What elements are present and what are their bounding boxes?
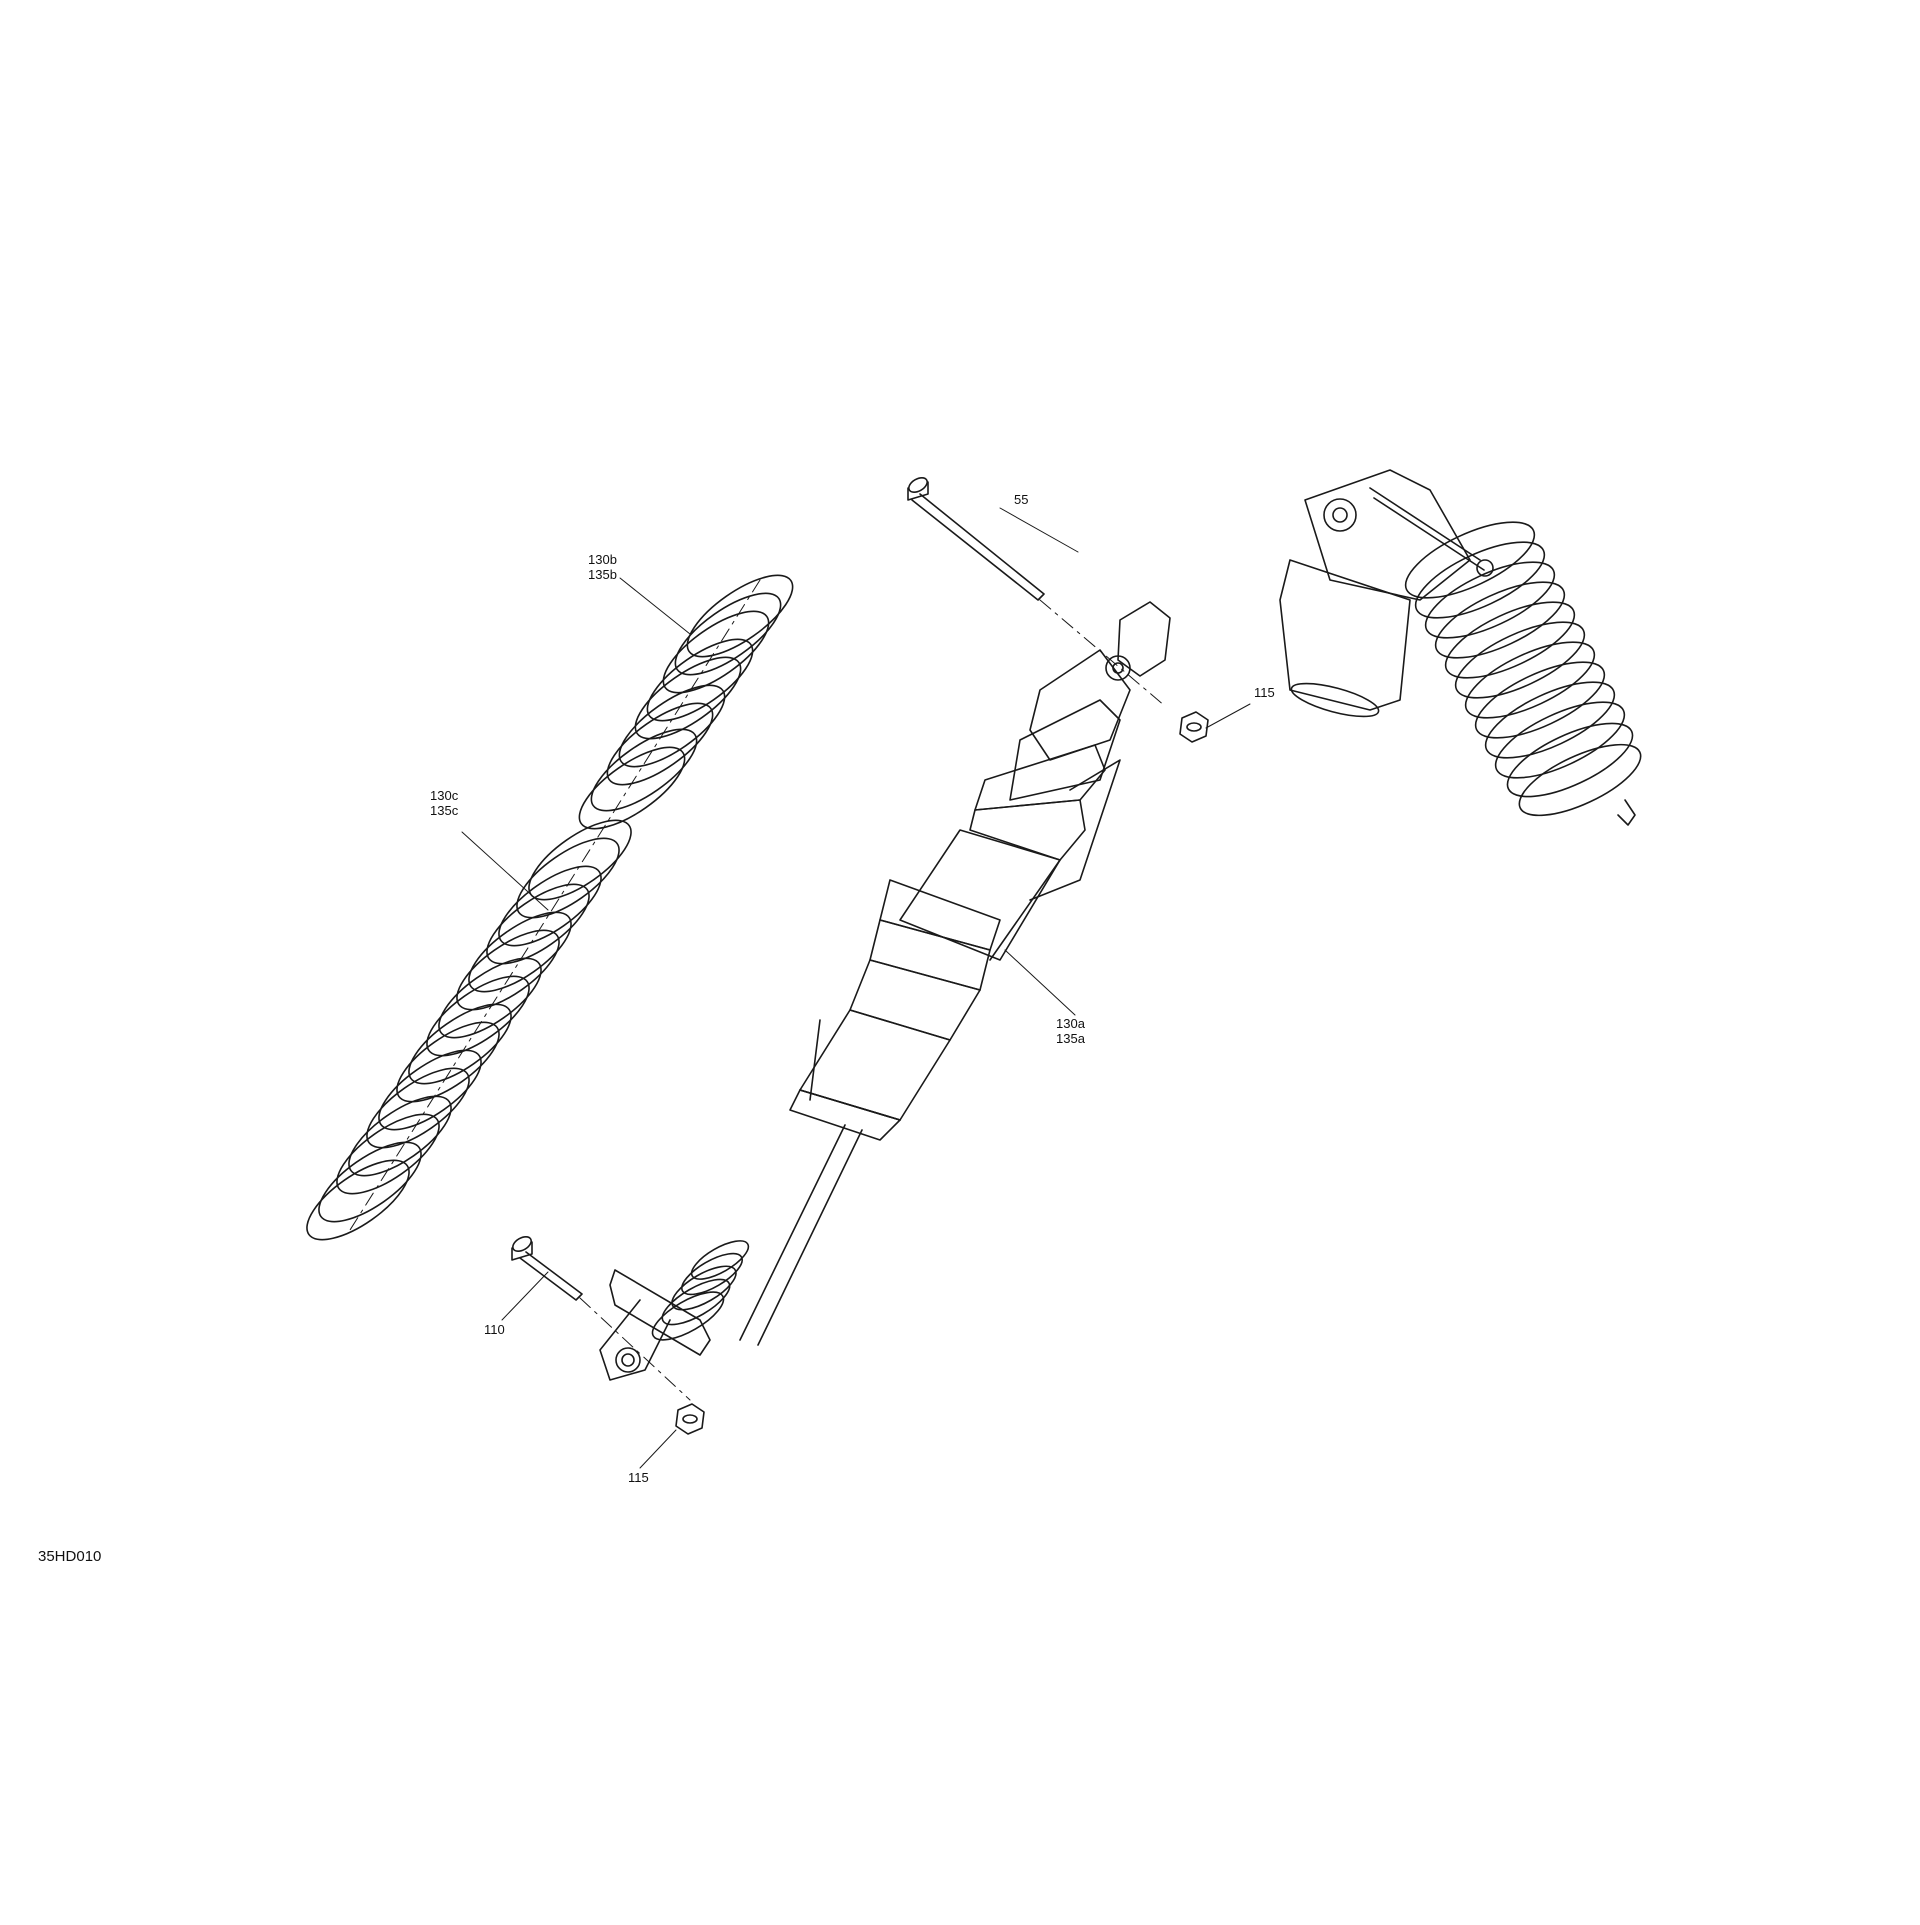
upper-nut — [1179, 711, 1209, 743]
callout-spring-lower: 130c 135c — [430, 788, 458, 818]
callout-shock-body: 130a 135a — [1056, 1016, 1085, 1046]
callout-bolt-lower: 110 — [484, 1322, 505, 1337]
callout-label: 110 — [484, 1322, 505, 1337]
callout-label: 135a — [1056, 1031, 1085, 1046]
callout-spring-upper: 130b 135b — [588, 552, 617, 582]
leader-lines — [461, 507, 1251, 1469]
callout-bolt-upper: 55 — [1014, 492, 1028, 507]
upper-bolt — [907, 476, 1166, 707]
assembled-shock — [1279, 469, 1642, 826]
shock-absorber — [599, 601, 1171, 1381]
callout-label: 130a — [1056, 1016, 1085, 1031]
callout-nut-lower: 115 — [628, 1470, 649, 1485]
callout-label: 135c — [430, 803, 459, 818]
callout-label: 130c — [430, 788, 459, 803]
callout-label: 115 — [1254, 685, 1275, 700]
lower-spring — [306, 819, 632, 1241]
callout-label: 130b — [588, 552, 617, 567]
upper-spring — [578, 574, 794, 830]
drawing-id-label: 35HD010 — [38, 1548, 102, 1565]
callout-label: 55 — [1014, 492, 1029, 507]
lower-bolt — [511, 1235, 691, 1401]
callout-label: 115 — [628, 1470, 649, 1485]
callout-nut-upper: 115 — [1254, 685, 1275, 700]
lower-nut — [675, 1403, 705, 1435]
callout-label: 135b — [588, 567, 617, 582]
